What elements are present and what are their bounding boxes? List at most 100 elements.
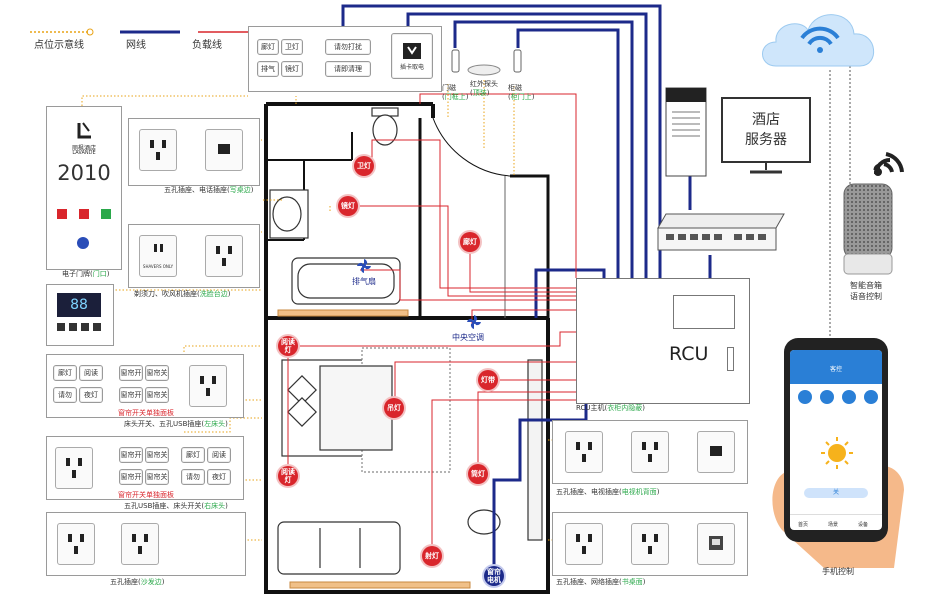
bath-inner-wall	[266, 132, 353, 241]
phone-app-icon-3[interactable]	[842, 390, 856, 404]
tv-antenna-socket-icon	[697, 431, 735, 473]
key-exhaust[interactable]: 排气	[257, 61, 279, 77]
cabinet-sensor-label: 柜磁(柜门上)	[508, 84, 535, 101]
network-switch-icon	[657, 213, 785, 251]
card-power-switch[interactable]: 插卡取电	[391, 33, 433, 79]
cloud-wifi-icon	[762, 14, 875, 67]
key-dnd[interactable]: 请勿打扰	[325, 39, 371, 55]
legend-network: 网线	[126, 40, 146, 51]
bed-right-key-1b[interactable]: 窗帘开	[119, 469, 143, 485]
bed-right-key-4[interactable]: 阅读	[207, 447, 231, 463]
bed-left-key-6[interactable]: 夜灯	[79, 387, 103, 403]
thermo-key-1[interactable]	[57, 323, 65, 331]
reading-light-2-marker: 阅读灯	[278, 466, 298, 486]
door-sensor-label: 门磁(门框上)	[442, 84, 469, 101]
toilet-light-marker: 卫灯	[354, 156, 374, 176]
bed-right-caption: 五孔USB插座、床头开关(右床头)	[124, 502, 228, 510]
speaker-label: 智能音箱语音控制	[850, 281, 882, 301]
toilet-bowl	[372, 114, 398, 146]
tv-socket-caption: 五孔插座、电视插座(电视机背面)	[556, 488, 660, 496]
exhaust-fan-icon	[357, 259, 371, 273]
corridor-light-marker: 廊灯	[460, 232, 480, 252]
corridor-socket-caption: 五孔插座、电话插座(写桌边)	[164, 186, 254, 194]
infrared-sensor-icon	[467, 64, 501, 76]
brand-name-en: LAVANDE	[72, 150, 96, 156]
bath-socket-caption: 剃须刀、吹风机插座(洗脸台边)	[134, 290, 231, 298]
phone-app-icon-2[interactable]	[820, 390, 834, 404]
phone-header-title: 客控	[829, 366, 842, 373]
bed-left-key-3[interactable]: 窗帘开	[119, 365, 143, 381]
bed-left-key-2[interactable]: 阅读	[79, 365, 103, 381]
phone-tab-device[interactable]: 设备	[858, 522, 869, 528]
bathtub-inner	[297, 263, 395, 299]
card-slot-icon	[403, 42, 421, 59]
thermo-key-2[interactable]	[69, 323, 77, 331]
thermo-key-3[interactable]	[81, 323, 89, 331]
guest-indicator-icon	[101, 209, 111, 219]
bed-left-caption: 床头开关、五孔USB插座(左床头)	[124, 420, 228, 428]
bed-right-key-6[interactable]: 夜灯	[207, 469, 231, 485]
pillow-2	[287, 397, 317, 427]
phone-toggle-button[interactable]: 关	[804, 488, 868, 498]
bed-right-key-2[interactable]: 窗帘关	[145, 447, 169, 463]
bed-left-key-3b[interactable]: 窗帘开	[119, 387, 143, 403]
legend-load: 负载线	[192, 40, 222, 51]
entry-door-arc	[432, 117, 511, 177]
bed-left-key-1[interactable]: 廊灯	[53, 365, 77, 381]
tv-socket-panel	[552, 420, 748, 484]
bed-left-key-4b[interactable]: 窗帘关	[145, 387, 169, 403]
floor-plan	[264, 102, 550, 594]
smart-speaker-icon	[843, 183, 893, 275]
corridor-socket-panel	[128, 118, 260, 186]
load-lines	[287, 93, 577, 556]
window-bottom	[289, 581, 471, 589]
phone-header	[790, 350, 882, 384]
bed-right-key-5[interactable]: 请勿	[181, 469, 205, 485]
tv-socket-2-icon	[631, 431, 669, 473]
makeup-indicator-icon	[79, 209, 89, 219]
bed-right-usb-socket-icon	[55, 447, 93, 489]
desk-socket-panel	[552, 512, 748, 576]
brand-name: 丽枫酒店	[71, 145, 96, 152]
bed-sheet	[319, 365, 393, 451]
key-mirror[interactable]: 镜灯	[281, 61, 303, 77]
bed-right-key-2b[interactable]: 窗帘关	[145, 469, 169, 485]
bed-left-key-5[interactable]: 请勿	[53, 387, 77, 403]
bed-right-key-1[interactable]: 窗帘开	[119, 447, 143, 463]
key-toilet[interactable]: 卫灯	[281, 39, 303, 55]
thermostat-display: 88	[57, 293, 101, 317]
network-socket-icon	[697, 523, 735, 565]
rcu-caption: RCU主机(衣柜内隐蔽)	[576, 404, 645, 412]
phone-tab-scene[interactable]: 场景	[828, 522, 839, 528]
fixtures-drawing	[269, 107, 543, 575]
rcu-host: RCU	[576, 278, 750, 404]
doorbell-icon[interactable]	[77, 237, 89, 249]
brand-logo-icon	[77, 122, 91, 139]
sun-icon	[821, 437, 853, 469]
shaver-text: SHAVERS ONLY	[142, 264, 174, 269]
bed-right-key-3[interactable]: 廊灯	[181, 447, 205, 463]
outer-wall	[264, 102, 550, 594]
sofa-socket-panel	[46, 512, 246, 576]
rcu-screen	[673, 295, 735, 329]
key-makeup[interactable]: 请即清理	[325, 61, 371, 77]
doorplate-caption: 电子门牌(门口)	[62, 270, 110, 278]
bed-left-key-4[interactable]: 窗帘关	[145, 365, 169, 381]
sofa-cushions	[319, 528, 361, 568]
phone-app-icon-1[interactable]	[798, 390, 812, 404]
five-hole-socket-icon	[139, 129, 177, 171]
central-ac-icon	[467, 315, 481, 329]
phone-app-icon-4[interactable]	[864, 390, 878, 404]
exhaust-fan-label: 排气扇	[352, 277, 376, 286]
bed-right-panel: 窗帘开 窗帘关 窗帘开 窗帘关 廊灯 阅读 请勿 夜灯	[46, 436, 244, 500]
door-sensor-icon	[451, 49, 460, 73]
central-ac-label: 中央空调	[452, 333, 484, 342]
room-number: 2010	[57, 161, 111, 185]
key-corridor[interactable]: 廊灯	[257, 39, 279, 55]
thermo-key-4[interactable]	[93, 323, 101, 331]
bed-right-red-note: 窗帘开关单独面板	[118, 491, 174, 499]
desk-socket-caption: 五孔插座、网络插座(书桌面)	[556, 578, 646, 586]
sink-basin	[272, 196, 302, 232]
phone-tab-home[interactable]: 首页	[798, 522, 809, 528]
server-links	[829, 62, 851, 340]
